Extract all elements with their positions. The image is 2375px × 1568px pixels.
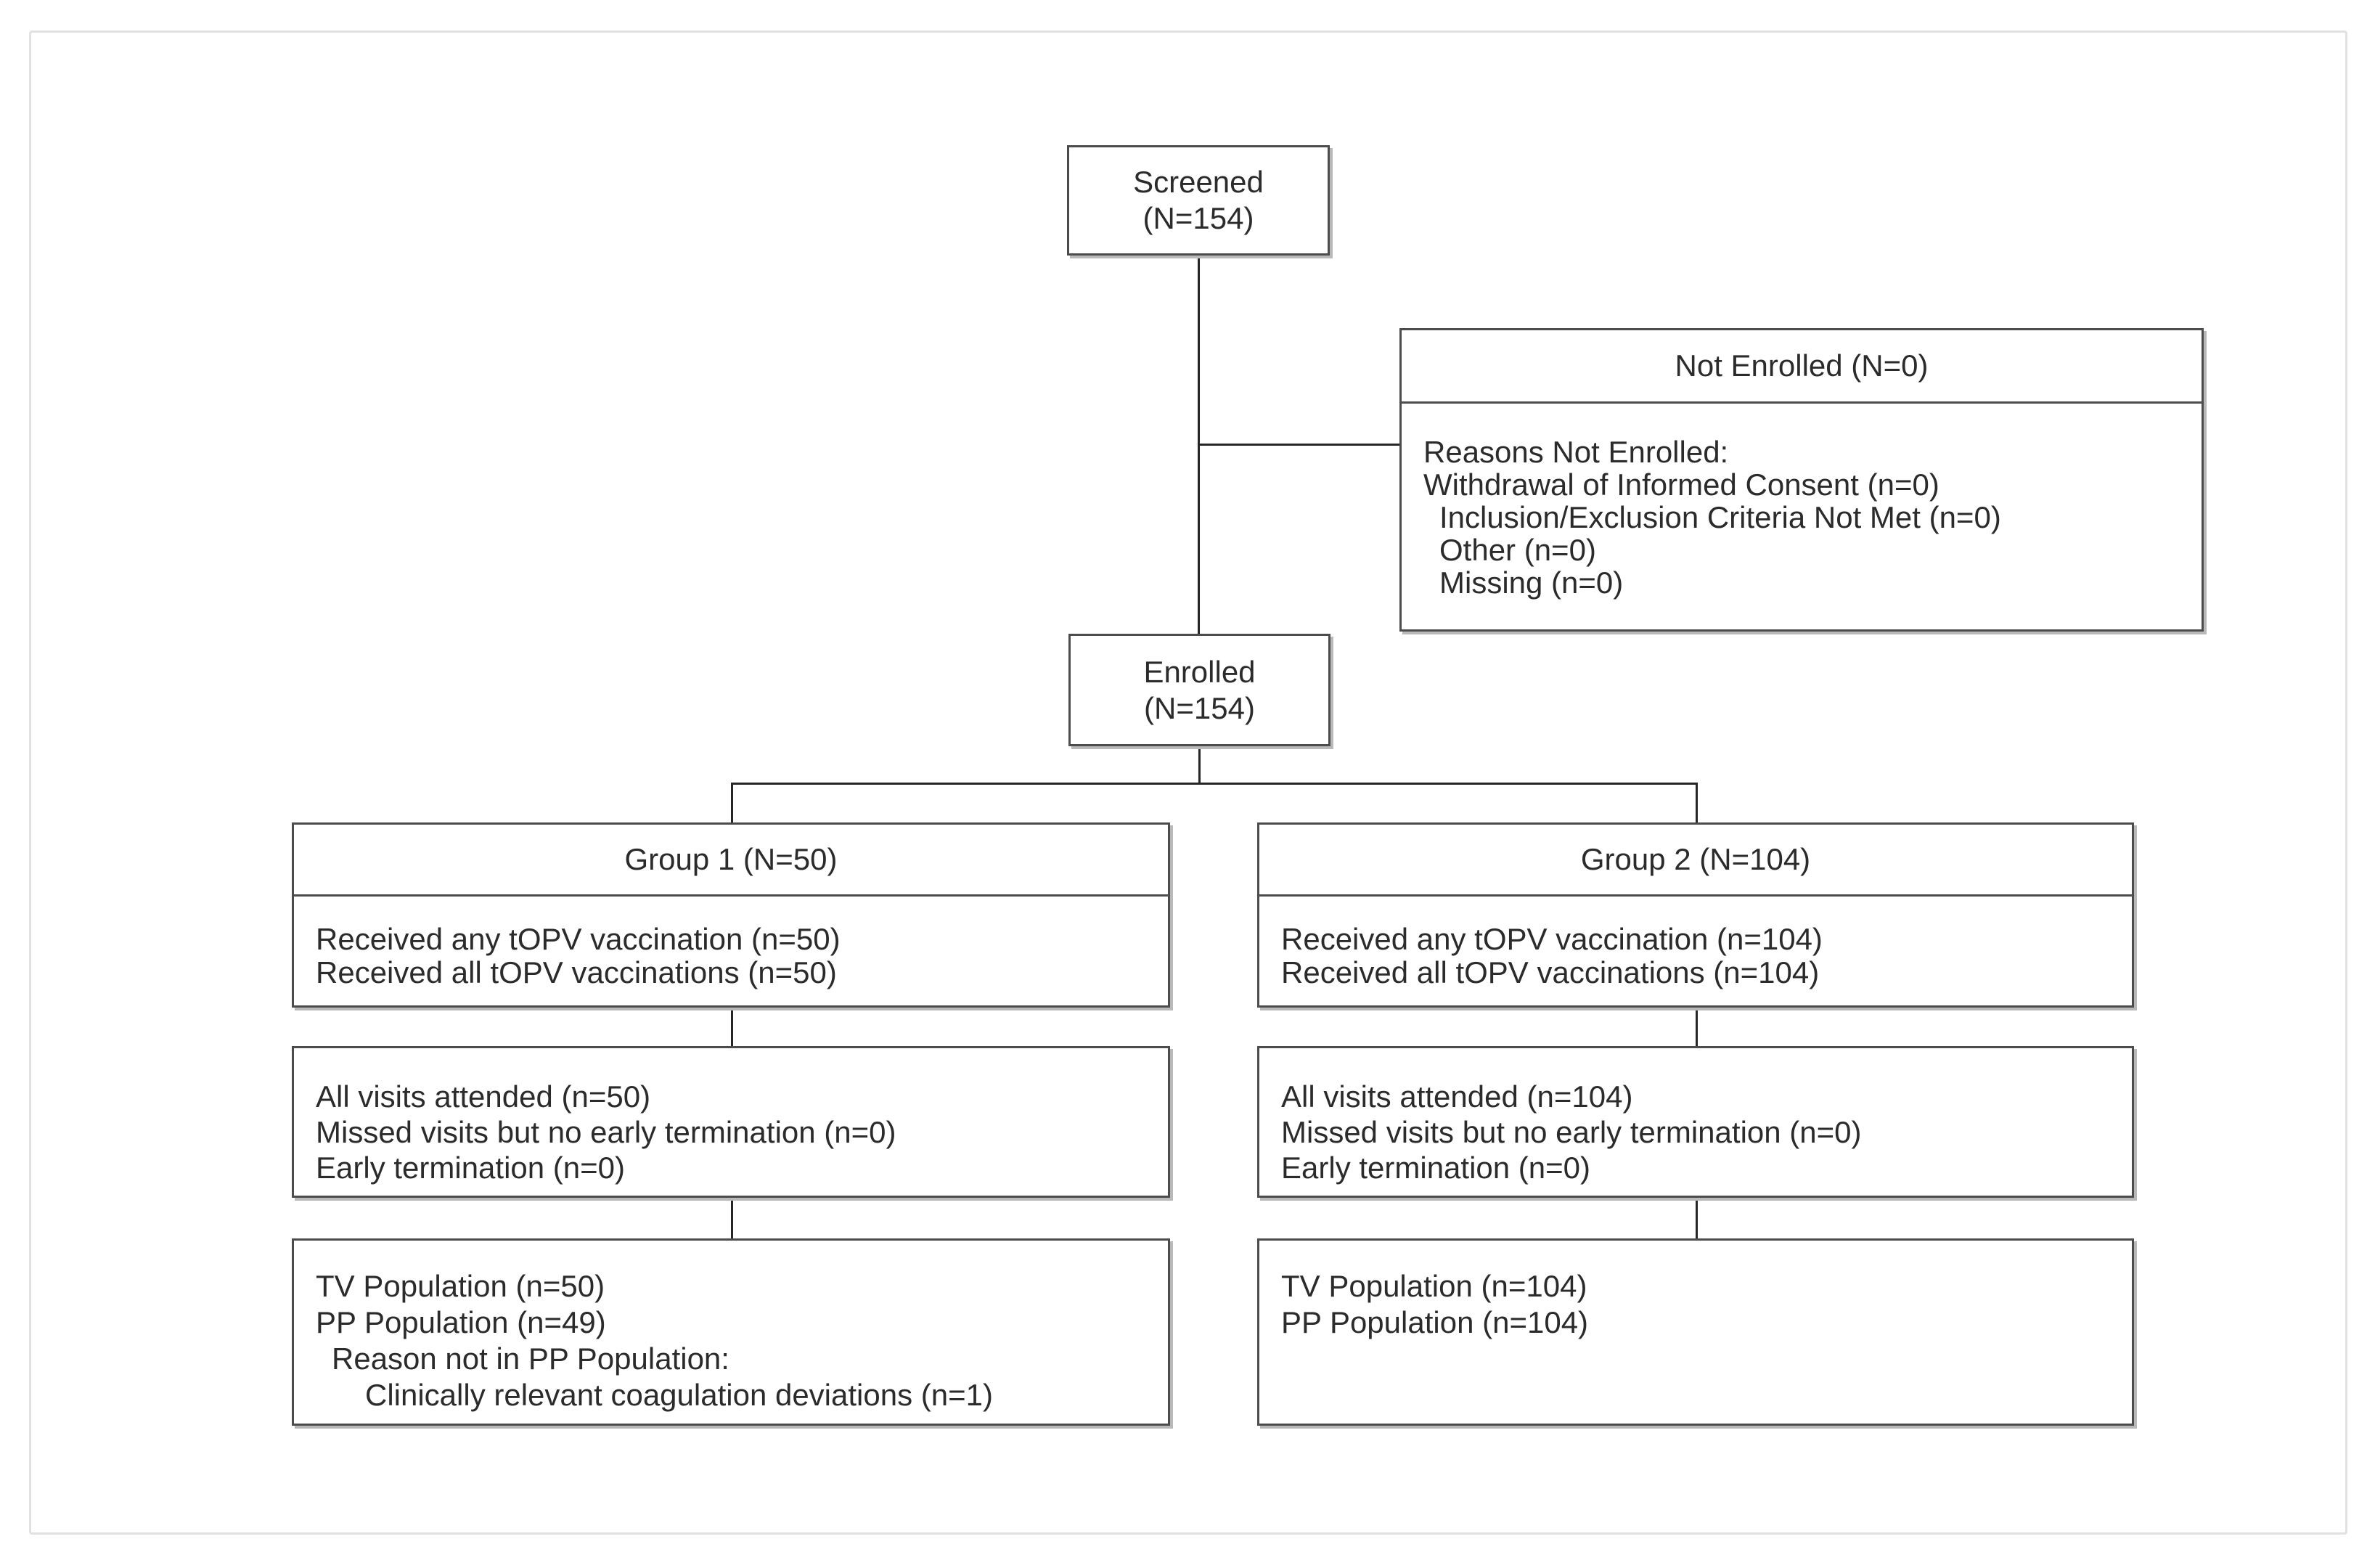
enrolled-count: (N=154) (1144, 690, 1255, 725)
group2-header: Group 2 (N=104) (1259, 825, 2132, 897)
group2-visits-box: All visits attended (n=104) Missed visit… (1257, 1046, 2134, 1198)
group1-header: Group 1 (N=50) (294, 825, 1168, 897)
enrolled-label: Enrolled (1143, 654, 1256, 689)
group1-pp-population: PP Population (n=49) (316, 1305, 606, 1339)
connector-group2-to-visits2 (1696, 1008, 1698, 1046)
group2-visits-early-termination: Early termination (n=0) (1281, 1151, 1591, 1185)
group2-received-all: Received all tOPV vaccinations (n=104) (1281, 955, 1820, 989)
group1-pp-reason-title: Reason not in PP Population: (332, 1342, 729, 1376)
group1-received-all: Received all tOPV vaccinations (n=50) (316, 955, 837, 989)
group1-visits-early-termination: Early termination (n=0) (316, 1151, 626, 1185)
not-enrolled-header: Not Enrolled (N=0) (1402, 330, 2202, 404)
connector-branch-to-group1 (731, 783, 733, 825)
connector-visits2-to-population2 (1696, 1198, 1698, 1238)
not-enrolled-reason-criteria: Inclusion/Exclusion Criteria Not Met (n=… (1439, 500, 2001, 534)
screened-count: (N=154) (1142, 201, 1254, 235)
connector-branch-horizontal (731, 783, 1698, 785)
group2-tv-population: TV Population (n=104) (1281, 1269, 1587, 1303)
group1-visits-box: All visits attended (n=50) Missed visits… (292, 1046, 1170, 1198)
connector-visits1-to-population1 (731, 1198, 733, 1238)
screened-label: Screened (1133, 165, 1264, 199)
group2-box: Group 2 (N=104) Received any tOPV vaccin… (1257, 822, 2134, 1008)
group1-visits-missed: Missed visits but no early termination (… (316, 1115, 896, 1149)
not-enrolled-reasons-title: Reasons Not Enrolled: (1423, 435, 1729, 469)
group1-pp-reason-detail: Clinically relevant coagulation deviatio… (365, 1378, 993, 1412)
group1-box: Group 1 (N=50) Received any tOPV vaccina… (292, 822, 1170, 1008)
not-enrolled-box: Not Enrolled (N=0) Reasons Not Enrolled:… (1399, 328, 2204, 632)
connector-to-not-enrolled (1198, 444, 1399, 446)
not-enrolled-reason-missing: Missing (n=0) (1439, 565, 1624, 600)
group2-received-any: Received any tOPV vaccination (n=104) (1281, 922, 1823, 956)
group1-population-box: TV Population (n=50) PP Population (n=49… (292, 1238, 1170, 1426)
group1-tv-population: TV Population (n=50) (316, 1269, 605, 1303)
connector-branch-to-group2 (1696, 783, 1698, 825)
group2-pp-population: PP Population (n=104) (1281, 1305, 1589, 1339)
not-enrolled-reason-other: Other (n=0) (1439, 533, 1596, 567)
screened-box: Screened (N=154) (1067, 145, 1330, 256)
not-enrolled-reason-withdrawal: Withdrawal of Informed Consent (n=0) (1423, 467, 1939, 502)
group2-visits-attended: All visits attended (n=104) (1281, 1079, 1633, 1114)
group2-visits-missed: Missed visits but no early termination (… (1281, 1115, 1862, 1149)
connector-group1-to-visits1 (731, 1008, 733, 1046)
connector-enrolled-to-branch (1198, 746, 1201, 783)
group1-received-any: Received any tOPV vaccination (n=50) (316, 922, 841, 956)
group1-visits-attended: All visits attended (n=50) (316, 1079, 651, 1114)
enrolled-box: Enrolled (N=154) (1068, 634, 1330, 746)
group2-population-box: TV Population (n=104) PP Population (n=1… (1257, 1238, 2134, 1426)
